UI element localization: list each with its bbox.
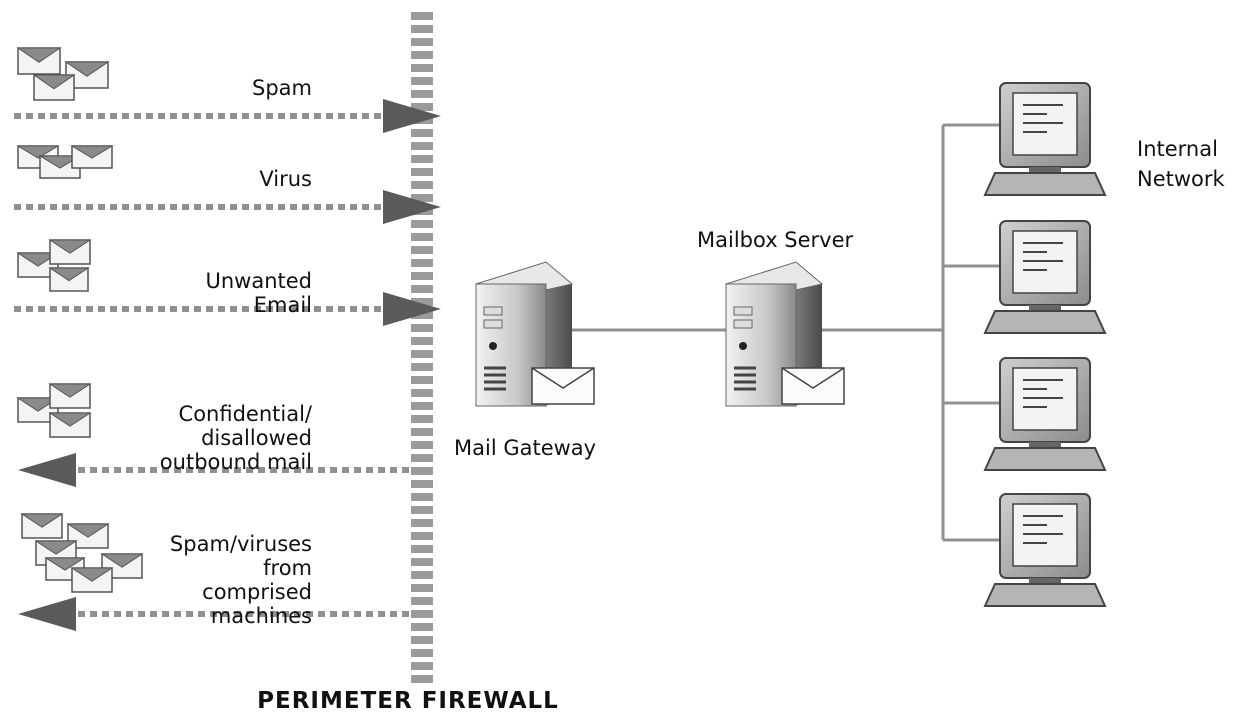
mail-gateway-label: Mail Gateway <box>454 436 597 460</box>
spam-label: Spam <box>252 76 312 100</box>
firewall-segment <box>411 220 433 228</box>
envelope-icon <box>48 412 92 438</box>
arrowhead-right-icon <box>383 292 441 326</box>
envelope-icon <box>16 47 62 75</box>
envelope-cluster-5 <box>20 513 144 593</box>
envelope-cluster-1 <box>16 47 110 101</box>
firewall-segment <box>411 103 433 111</box>
envelope-icon <box>38 155 82 179</box>
firewall-segment <box>411 623 433 631</box>
firewall-segment <box>411 558 433 566</box>
firewall-segment <box>411 519 433 527</box>
envelope-clusters <box>16 47 144 593</box>
arrowhead-right-icon <box>383 99 441 133</box>
internal-network-label: Internal Network <box>1137 137 1225 191</box>
firewall-segment <box>411 246 433 254</box>
firewall-segment <box>411 181 433 189</box>
firewall-segment <box>411 38 433 46</box>
firewall-segment <box>411 610 433 618</box>
envelope-icon <box>531 367 595 405</box>
firewall-segment <box>411 259 433 267</box>
computer-icon-2 <box>983 220 1107 334</box>
arrowhead-left-icon <box>18 453 76 487</box>
firewall-segment <box>411 350 433 358</box>
envelope-icon <box>20 513 64 539</box>
mail-gateway-server-icon <box>474 261 595 407</box>
firewall-segment <box>411 298 433 306</box>
envelope-icon <box>48 267 90 292</box>
envelope-cluster-4 <box>16 383 92 438</box>
mailbox-server-icon <box>724 261 845 407</box>
computer-icon-3 <box>983 357 1107 471</box>
unwanted-email-inbound-arrow <box>14 292 441 326</box>
firewall-segment <box>411 129 433 137</box>
firewall-segment <box>411 25 433 33</box>
firewall-segment <box>411 90 433 98</box>
envelope-icon <box>100 553 144 579</box>
firewall-segment <box>411 376 433 384</box>
confidential-outbound-arrow <box>18 453 410 487</box>
compromised-machines-label: Spam/viruses from comprised machines <box>169 532 312 628</box>
firewall-segment <box>411 64 433 72</box>
firewall-segment <box>411 480 433 488</box>
computer-icon-4 <box>983 493 1107 607</box>
envelope-icon <box>781 367 845 405</box>
envelope-icon <box>32 74 76 101</box>
firewall-segment <box>411 77 433 85</box>
traffic-flows <box>14 99 441 631</box>
envelope-cluster-3 <box>16 239 92 292</box>
arrowhead-right-icon <box>383 190 441 224</box>
firewall-segment <box>411 571 433 579</box>
envelope-icon <box>70 567 114 593</box>
computer-icon-1 <box>983 82 1107 196</box>
envelope-icon <box>34 540 78 566</box>
firewall-segment <box>411 194 433 202</box>
envelope-icon <box>48 383 92 409</box>
firewall-segment <box>411 51 433 59</box>
firewall-segment <box>411 285 433 293</box>
firewall-segment <box>411 233 433 241</box>
firewall-segment <box>411 454 433 462</box>
arrowhead-left-icon <box>18 597 76 631</box>
compromised-outbound-arrow <box>18 597 410 631</box>
firewall-segment <box>411 662 433 670</box>
firewall-segment <box>411 467 433 475</box>
firewall-segment <box>411 389 433 397</box>
firewall-segment <box>411 168 433 176</box>
mailbox-server-label: Mailbox Server <box>697 228 854 252</box>
unwanted-email-label: Unwanted Email <box>205 269 312 317</box>
firewall-segment <box>411 649 433 657</box>
firewall-segment <box>411 324 433 332</box>
envelope-cluster-2 <box>16 145 114 179</box>
firewall-segment <box>411 506 433 514</box>
spam-inbound-arrow <box>14 99 441 133</box>
firewall-segment <box>411 155 433 163</box>
perimeter-firewall-label: PERIMETER FIREWALL <box>257 688 559 714</box>
network-links <box>568 123 1000 542</box>
firewall-segment <box>411 675 433 683</box>
firewall-segment <box>411 493 433 501</box>
firewall-segment <box>411 337 433 345</box>
firewall-segment <box>411 402 433 410</box>
confidential-outbound-label: Confidential/ disallowed outbound mail <box>159 402 312 474</box>
firewall-segment <box>411 415 433 423</box>
firewall-segment <box>411 12 433 20</box>
firewall-segment <box>411 532 433 540</box>
firewall-segment <box>411 142 433 150</box>
firewall-segment <box>411 636 433 644</box>
firewall-segment <box>411 311 433 319</box>
firewall-segment <box>411 272 433 280</box>
internal-computers <box>983 82 1107 607</box>
firewall-segment <box>411 597 433 605</box>
firewall-segment <box>411 545 433 553</box>
virus-label: Virus <box>259 167 312 191</box>
firewall-segment <box>411 428 433 436</box>
firewall-segment <box>411 441 433 449</box>
virus-inbound-arrow <box>14 190 441 224</box>
envelope-icon <box>70 145 114 169</box>
firewall-segment <box>411 363 433 371</box>
envelope-icon <box>48 239 92 265</box>
firewall-segment <box>411 584 433 592</box>
